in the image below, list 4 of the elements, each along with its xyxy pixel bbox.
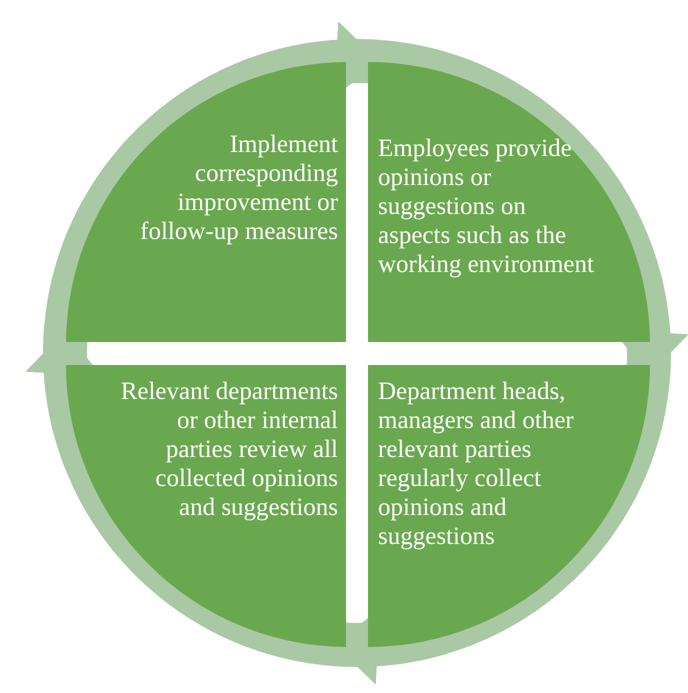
step-text: Employees provide opinions or suggestions on aspects such as the working environment (378, 134, 595, 279)
step-text: Implement corresponding improvement or follow-up measures (139, 130, 338, 246)
step-text: Relevant departments or other internal parties review all collected opinions and suggestions (120, 377, 338, 522)
step-text: Department heads, managers and other relevant parties regularly collect opinions and suggestions (378, 377, 575, 551)
